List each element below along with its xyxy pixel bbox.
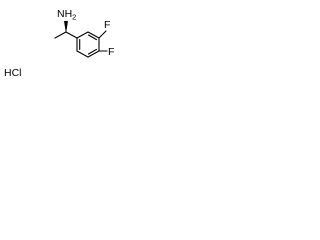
bond-chiral-carbon-to-methyl bbox=[54, 31, 67, 39]
fluorine-3-label: F bbox=[104, 19, 110, 31]
hydrochloride-label: HCl bbox=[4, 67, 22, 79]
bond-c3-to-fluorine bbox=[98, 30, 107, 39]
stereo-wedge-bond-to-amine bbox=[64, 20, 68, 33]
ring-double-bond-c4-c5 bbox=[87, 48, 98, 55]
chemical-structure-diagram: NH2 F F HCl bbox=[4, 8, 114, 79]
amine-label: NH2 bbox=[57, 8, 76, 22]
benzene-ring bbox=[76, 31, 100, 58]
bond-ring-to-chiral-carbon bbox=[65, 31, 78, 39]
ring-bond-c4-c5 bbox=[87, 50, 100, 58]
fluorine-4-label: F bbox=[108, 46, 114, 58]
ring-bond-c2-c3 bbox=[87, 31, 100, 39]
ring-double-bond-c2-c3 bbox=[87, 34, 98, 41]
ring-bond-c1-c2 bbox=[76, 31, 89, 39]
ring-bond-c5-c6 bbox=[76, 50, 89, 58]
